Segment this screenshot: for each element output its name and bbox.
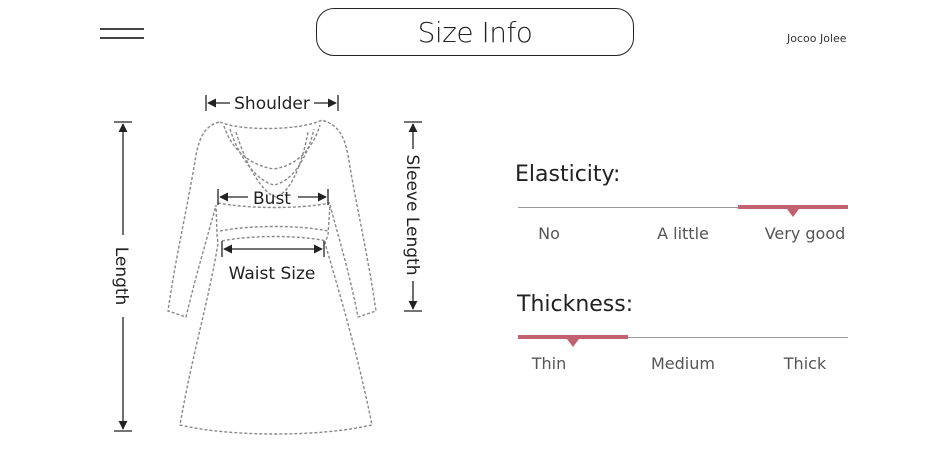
thickness-title: Thickness: — [517, 292, 634, 317]
bust-measure — [217, 189, 329, 205]
thickness-pointer-icon — [567, 339, 579, 347]
length-measure — [114, 121, 132, 432]
page-title: Size Info — [417, 15, 533, 49]
thickness-option-medium: Medium — [651, 354, 715, 373]
bust-label: Bust — [253, 189, 291, 209]
sleeve-measure — [404, 121, 422, 312]
elasticity-option-no: No — [538, 224, 560, 243]
elasticity-pointer-icon — [787, 209, 799, 217]
dress-outline — [167, 119, 377, 435]
dress-diagram: Shoulder Bust Waist Size Length Sleeve L… — [111, 94, 422, 435]
shoulder-measure — [205, 95, 339, 111]
title-box: Size Info — [316, 8, 634, 56]
waist-measure — [221, 241, 325, 257]
thickness-option-thin: Thin — [531, 354, 567, 373]
elasticity-title: Elasticity: — [515, 162, 621, 187]
thickness-selected-bar — [518, 335, 628, 339]
elasticity-selected-bar — [738, 205, 848, 209]
menu-icon[interactable] — [100, 26, 144, 40]
elasticity-option-a-little: A little — [657, 224, 709, 243]
shoulder-label: Shoulder — [234, 94, 310, 114]
sleeve-label: Sleeve Length — [402, 155, 422, 276]
thickness-option-thick: Thick — [783, 354, 827, 373]
thickness-scale — [518, 337, 848, 338]
brand-name: Jocoo Jolee — [787, 32, 847, 45]
length-label: Length — [111, 247, 131, 306]
waist-label: Waist Size — [229, 264, 316, 284]
elasticity-option-very-good: Very good — [764, 224, 846, 243]
elasticity-scale — [518, 207, 848, 208]
